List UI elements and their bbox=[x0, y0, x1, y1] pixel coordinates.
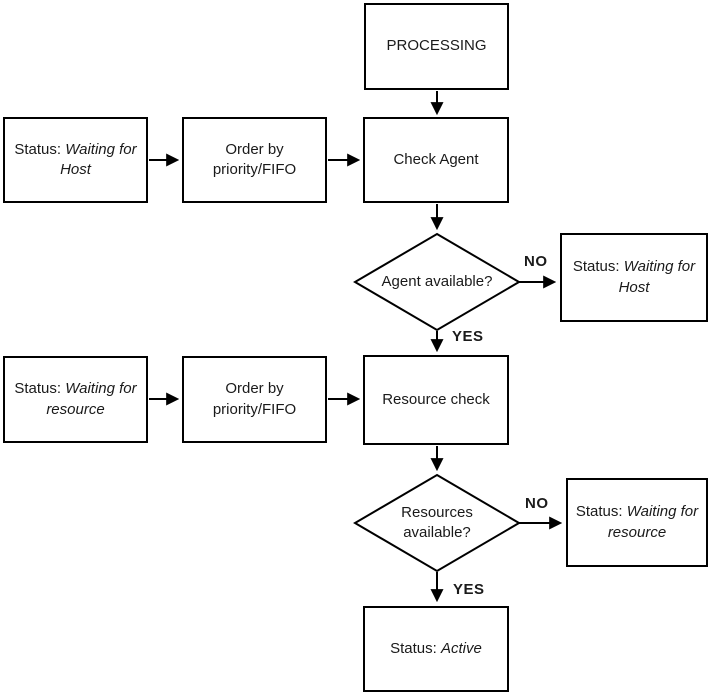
node-status-waiting-for-host-left: Status: Waiting for Host bbox=[3, 117, 148, 203]
edge-label-no-agent: NO bbox=[524, 253, 548, 270]
status-prefix: Status: bbox=[390, 639, 437, 657]
status-value: Active bbox=[441, 639, 482, 657]
status-value: Waiting for resource bbox=[46, 380, 137, 418]
node-status-waiting-for-resource-left: Status: Waiting for resource bbox=[3, 356, 148, 443]
node-label: Status: Waiting for Host bbox=[566, 257, 702, 298]
status-prefix: Status: bbox=[14, 380, 62, 398]
edge-label-yes-agent: YES bbox=[452, 328, 484, 345]
node-label: Check Agent bbox=[393, 150, 479, 168]
diamond-agent-available bbox=[353, 232, 521, 332]
node-label: Resource check bbox=[382, 390, 490, 408]
node-order-by-priority-2: Order by priority/FIFO bbox=[182, 356, 327, 443]
edge-label-no-resource: NO bbox=[525, 495, 549, 512]
node-processing: PROCESSING bbox=[364, 3, 509, 90]
node-label: Resources available? bbox=[401, 503, 473, 541]
status-value: Waiting for Host bbox=[618, 258, 696, 296]
diamond-resources-available bbox=[353, 473, 521, 573]
node-check-agent: Check Agent bbox=[363, 117, 509, 203]
node-label: Order by priority/FIFO bbox=[212, 380, 297, 418]
node-label: PROCESSING bbox=[386, 37, 487, 55]
diamond-label-resources-available: Resources available? bbox=[377, 493, 497, 553]
node-label: Status: Active bbox=[390, 639, 482, 659]
node-label: Status: Waiting for Host bbox=[9, 140, 142, 181]
status-prefix: Status: bbox=[14, 140, 62, 158]
status-prefix: Status: bbox=[572, 258, 620, 276]
node-label: Order by priority/FIFO bbox=[212, 140, 297, 178]
status-value: Waiting for resource bbox=[607, 503, 699, 541]
node-label: Status: Waiting for resource bbox=[9, 379, 142, 420]
node-label: Status: Waiting for resource bbox=[572, 502, 702, 543]
node-resource-check: Resource check bbox=[363, 355, 509, 445]
node-status-active: Status: Active bbox=[363, 606, 509, 692]
status-prefix: Status: bbox=[575, 503, 623, 521]
diamond-label-agent-available: Agent available? bbox=[357, 262, 517, 302]
node-status-waiting-for-resource-right: Status: Waiting for resource bbox=[566, 478, 708, 567]
node-status-waiting-for-host-right: Status: Waiting for Host bbox=[560, 233, 708, 322]
node-order-by-priority-1: Order by priority/FIFO bbox=[182, 117, 327, 203]
status-value: Waiting for Host bbox=[60, 140, 137, 178]
edge-label-yes-resource: YES bbox=[453, 581, 485, 598]
node-label: Agent available? bbox=[381, 272, 493, 290]
